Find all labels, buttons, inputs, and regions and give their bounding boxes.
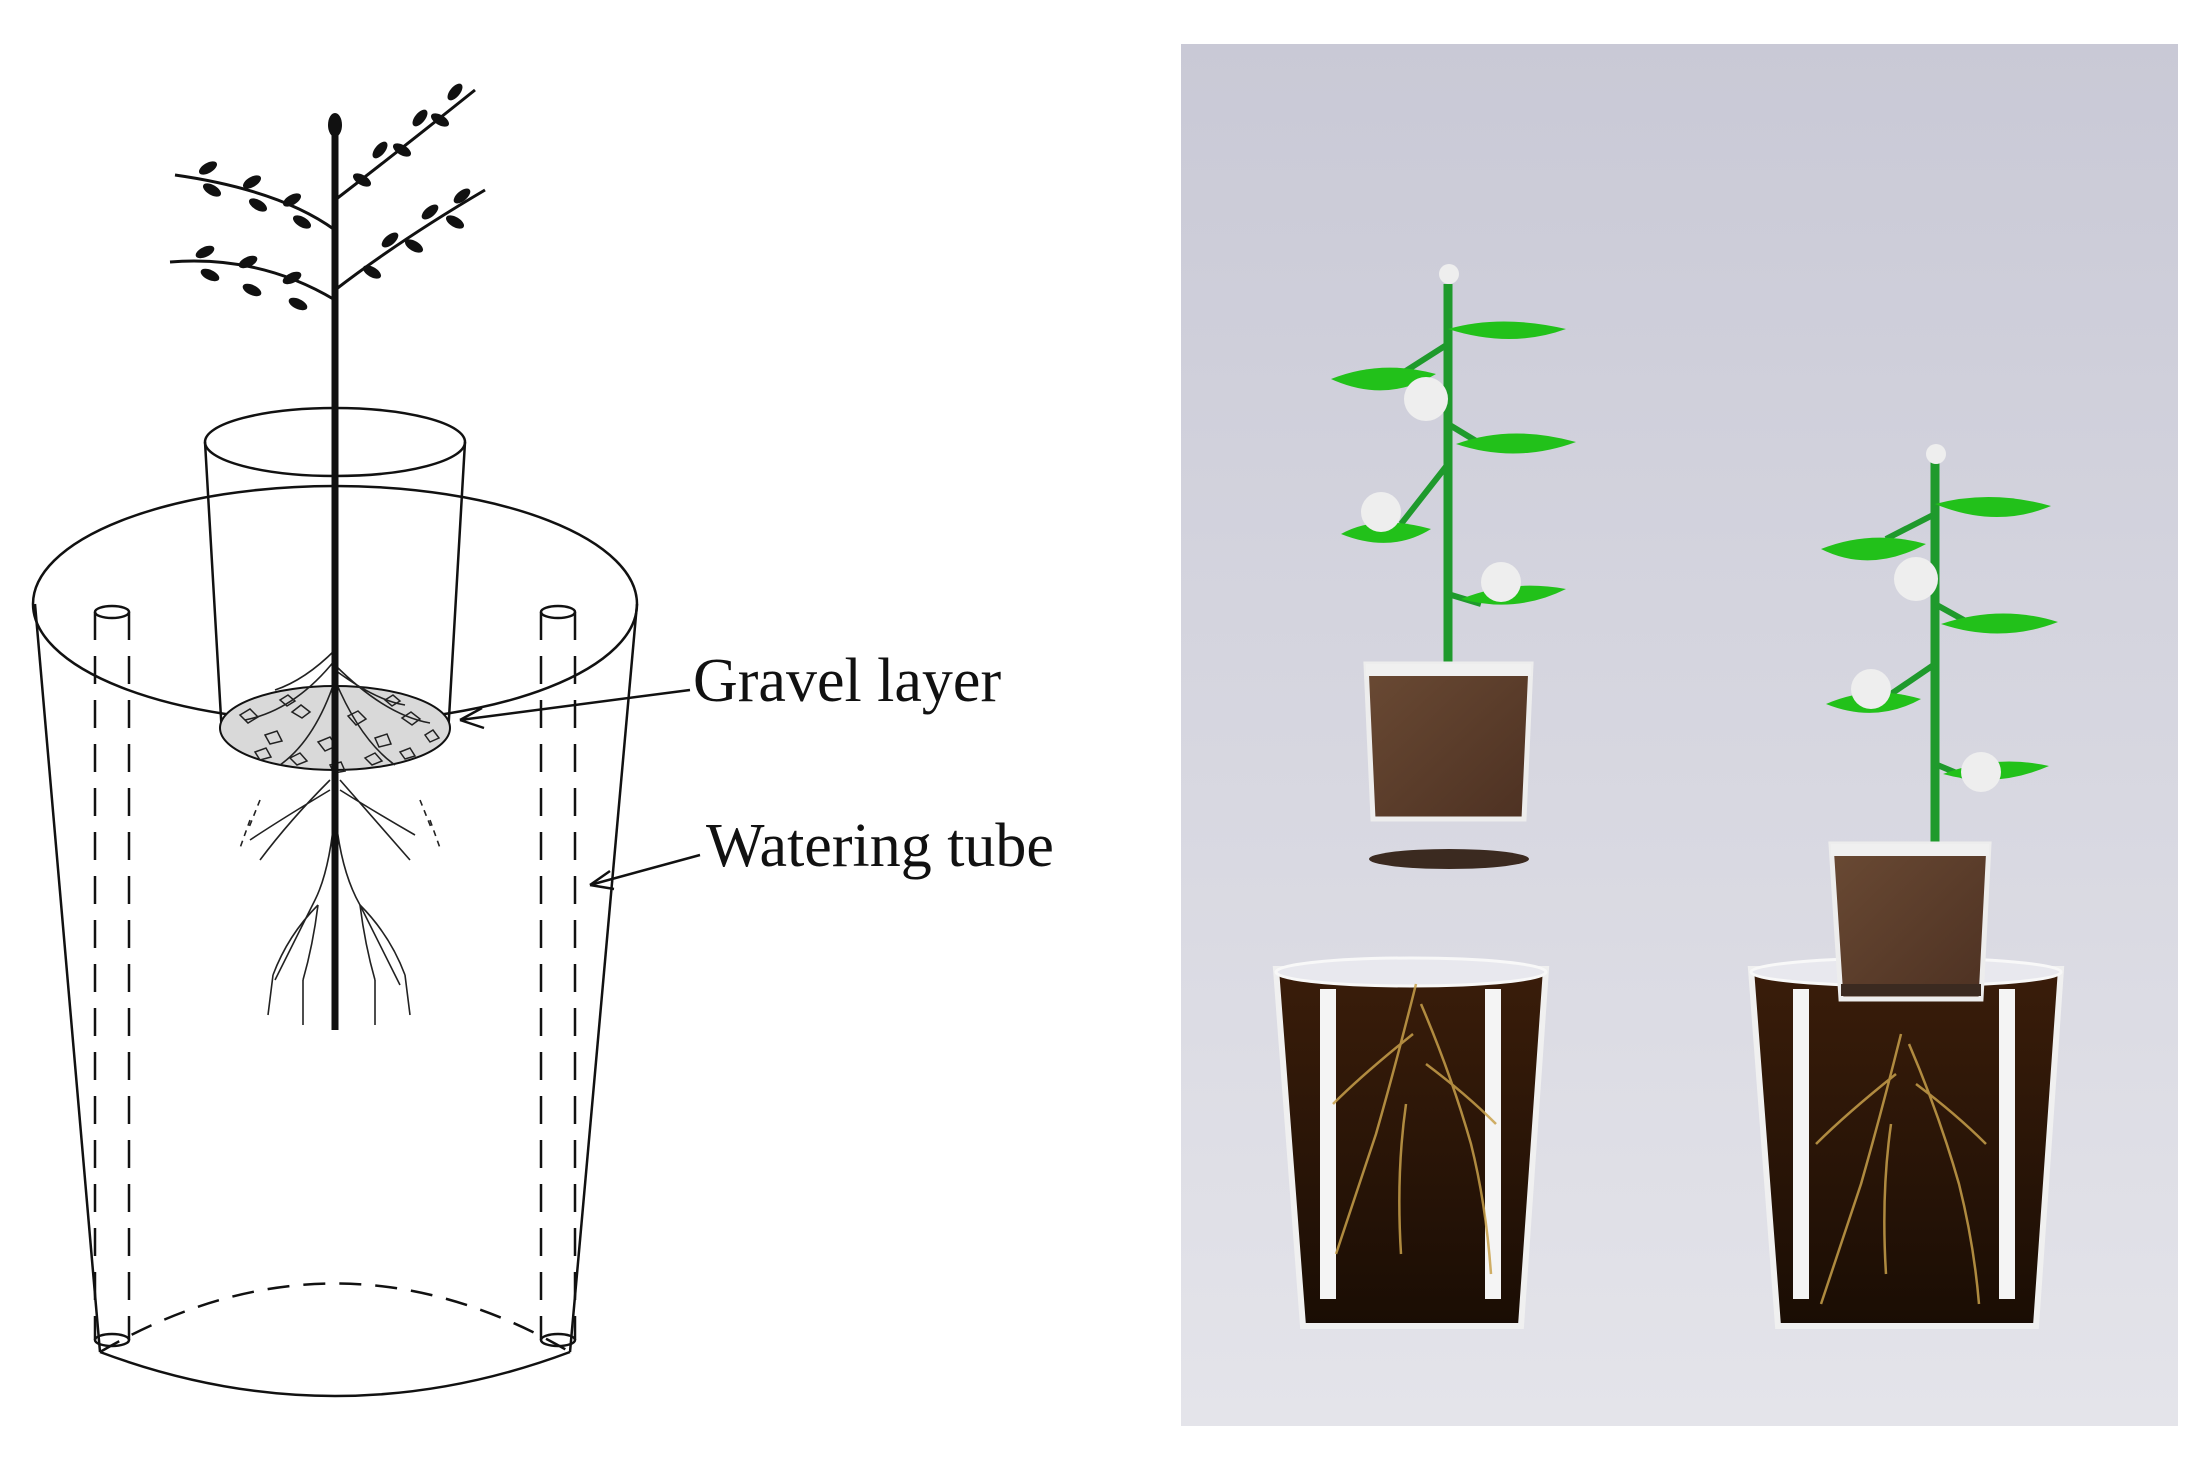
plant-right [1821,444,2058,844]
leaf [1821,537,1926,561]
leaf [1341,522,1431,543]
outer-pot-right-wall [568,603,639,1353]
watering-tube-render [1999,989,2015,1299]
plant-leaves [195,83,471,311]
watering-tube-right [539,604,577,1348]
watering-tube-render [1793,989,1809,1299]
leader-arrows [459,688,701,891]
leaf [1935,496,2051,518]
watering-tube-left [93,604,131,1348]
watering-tube-render [1485,989,1501,1299]
outer-pot-left-wall [33,603,102,1353]
leaf [1448,321,1566,339]
leaf [1941,613,2058,634]
watering-tube-render [1320,989,1336,1299]
gravel-layer-left [1369,849,1529,869]
outer-pot-bottom-front [99,1350,571,1398]
outer-pot-right [1747,956,2065,1329]
leaf [1456,433,1576,454]
root-system [239,649,441,1025]
gravel-layer-label: Gravel layer [693,647,1002,715]
inner-pot-left [1363,661,1534,822]
inner-pot-walls [203,441,467,736]
watering-tube-label: Watering tube [706,812,1054,880]
inner-pot-right [1828,841,1992,1002]
render-illustration [1181,44,2178,1426]
plant-left [1331,264,1576,674]
outer-pot-bottom-back [99,1282,571,1354]
outer-pot-left [1272,956,1550,1329]
schematic-drawing [31,83,701,1398]
